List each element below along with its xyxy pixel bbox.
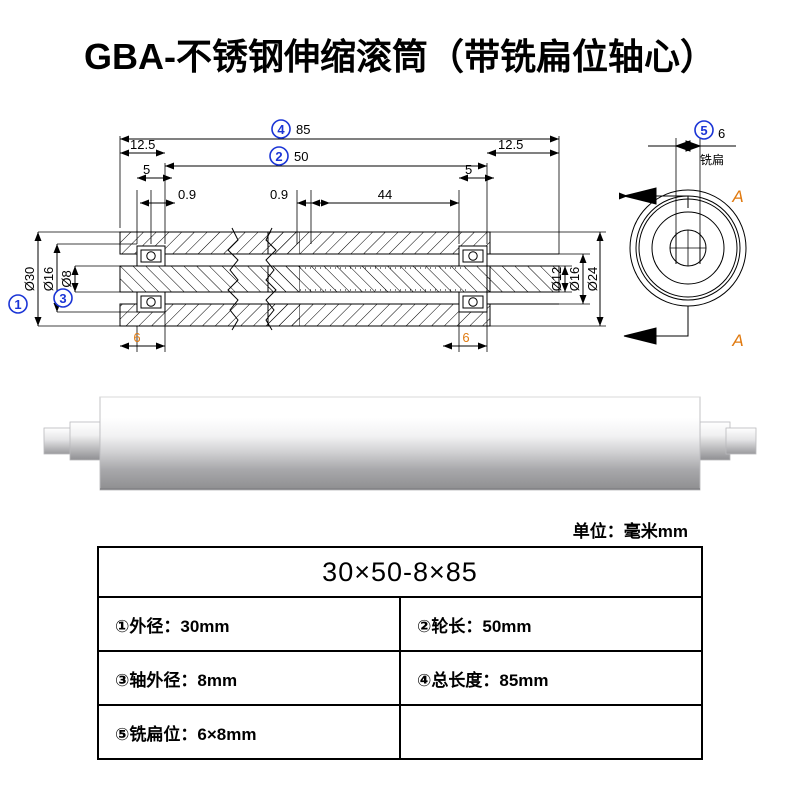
dim-right-wall: 0.9 (270, 187, 288, 202)
callout-5: 5 (694, 120, 714, 140)
callout-3-id: 3 (59, 291, 66, 306)
roller-illustration (43, 396, 757, 491)
technical-drawing: 85 50 12.5 12.5 5 5 0.9 0.9 44 6 6 Ø30 Ø… (8, 119, 747, 352)
dim-tube-outer-diameter: Ø24 (585, 267, 600, 292)
table-row: ⑤铣扁位：6×8mm (97, 704, 703, 760)
spec-total-length: ④总长度：85mm (399, 650, 703, 706)
dim-left-end-offset: 12.5 (130, 137, 155, 152)
section-label-a-top: A (731, 187, 743, 206)
dim-right-end-offset: 12.5 (498, 137, 523, 152)
callout-4-id: 4 (277, 122, 285, 137)
dim-right-inner-offset: 5 (465, 162, 472, 177)
model-number: 30×50-8×85 (97, 546, 703, 598)
dim-roller-length: 50 (294, 149, 308, 164)
callout-group: 4 2 1 3 5 (8, 119, 714, 314)
left-shaft-flat (43, 427, 75, 455)
roller-body (99, 396, 701, 491)
dim-left-inner-offset: 5 (143, 162, 150, 177)
dim-left-wall: 0.9 (178, 187, 196, 202)
callout-3: 3 (53, 288, 73, 308)
dim-outer-diameter: Ø30 (22, 267, 37, 292)
callout-1-id: 1 (14, 297, 21, 312)
dim-total-length: 85 (296, 122, 310, 137)
table-row: ①外径：30mm ②轮长：50mm (97, 596, 703, 652)
unit-note: 单位：毫米mm (572, 522, 688, 541)
right-shaft-flat (725, 427, 757, 455)
right-shaft (699, 421, 731, 461)
table-row: ③轴外径：8mm ④总长度：85mm (97, 650, 703, 706)
spec-shaft-diameter: ③轴外径：8mm (97, 650, 401, 706)
dim-inner-span: 44 (378, 187, 392, 202)
dim-bearing-outer-diameter: Ø16 (41, 267, 56, 292)
left-shaft (69, 421, 101, 461)
spec-outer-diameter: ①外径：30mm (97, 596, 401, 652)
dim-left-bearing-width: 6 (133, 330, 140, 345)
callout-5-id: 5 (700, 123, 707, 138)
section-label-a-bottom: A (731, 331, 743, 350)
callout-2: 2 (269, 146, 289, 166)
dim-shaft-diameter: Ø8 (59, 270, 74, 287)
callout-2-id: 2 (275, 149, 282, 164)
spec-roller-length: ②轮长：50mm (399, 596, 703, 652)
callout-1: 1 (8, 294, 28, 314)
dim-right-bearing-width: 6 (462, 330, 469, 345)
spec-empty-cell (399, 704, 703, 760)
page-title: GBA-不锈钢伸缩滚筒（带铣扁位轴心） (84, 36, 716, 77)
dim-flat-width: 6 (718, 126, 725, 141)
spec-flat-milled: ⑤铣扁位：6×8mm (97, 704, 401, 760)
callout-4: 4 (271, 119, 291, 139)
end-view-flat-note: 铣扁 (700, 153, 724, 167)
spec-table: 30×50-8×85 ①外径：30mm ②轮长：50mm ③轴外径：8mm ④总… (97, 546, 703, 760)
dim-bearing-seat-diameter: Ø16 (567, 267, 582, 292)
dim-inner-tube-diameter: Ø12 (549, 267, 564, 292)
table-row-model: 30×50-8×85 (97, 546, 703, 598)
